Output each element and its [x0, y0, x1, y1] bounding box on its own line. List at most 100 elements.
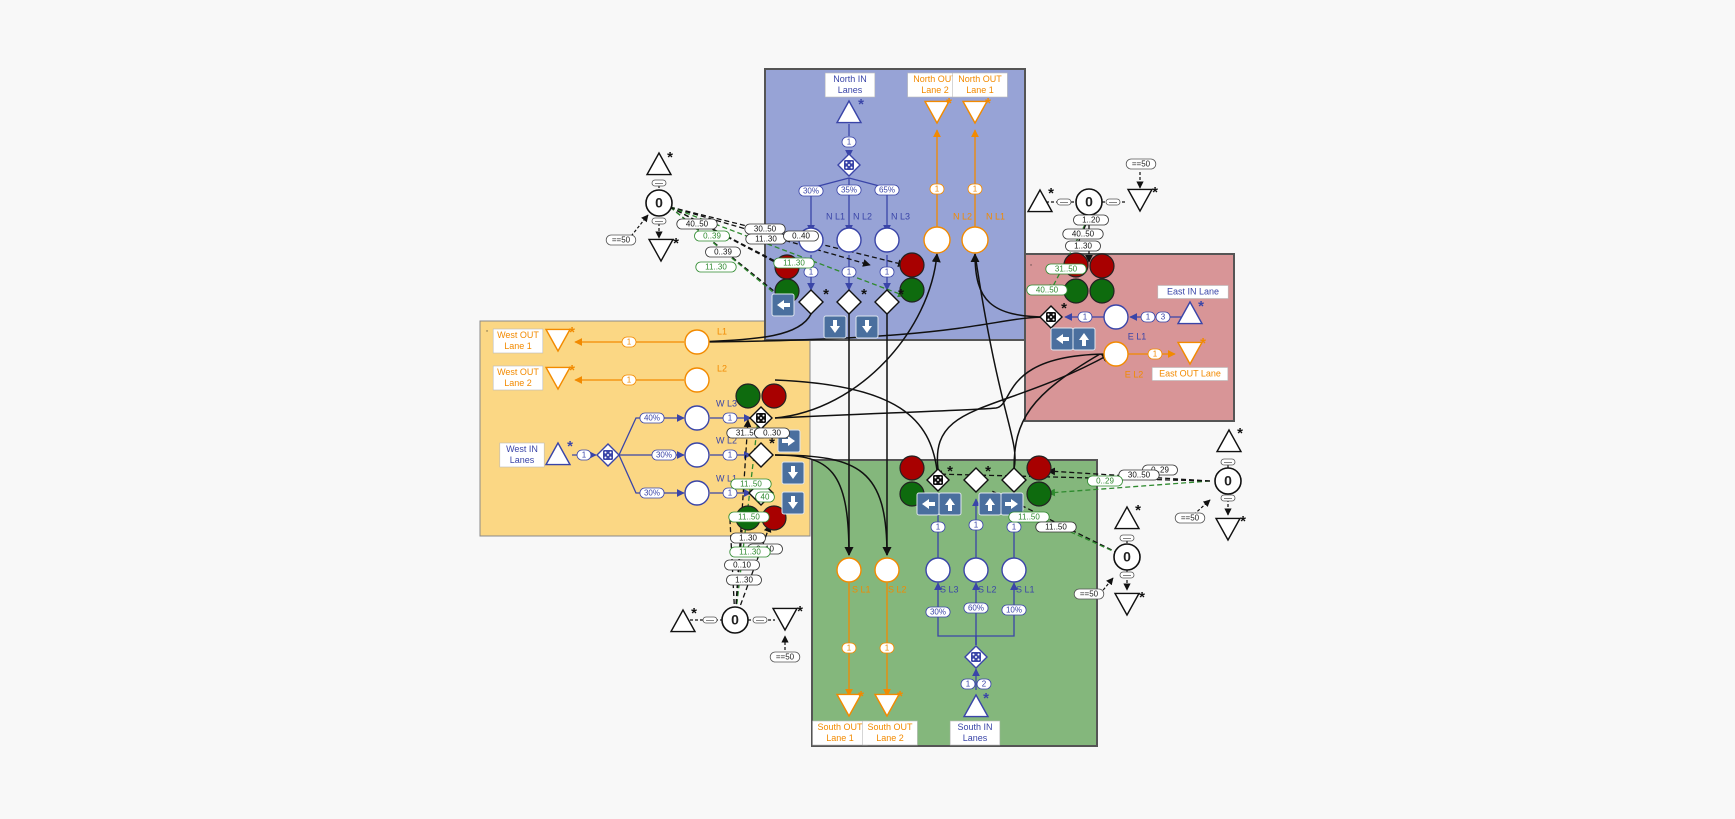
arrow-left-icon	[922, 499, 935, 509]
west-out-lane1-title-text: West OUT	[497, 330, 539, 340]
north-transition[interactable]	[798, 289, 824, 315]
south-lane-weight	[968, 519, 984, 531]
guard-range-label-green	[1008, 511, 1050, 523]
star-icon: *	[569, 362, 575, 379]
west-out-lane1-sink-icon[interactable]	[544, 328, 572, 353]
east-in-weight	[1155, 311, 1171, 323]
east-light-red	[1089, 253, 1115, 279]
guard-range-label-green-text: 11..50	[1018, 513, 1040, 522]
south-lane-weight-text: 1	[974, 521, 979, 530]
controller-condition-text: ==50	[776, 653, 795, 662]
east-out-weight-text: 1	[1153, 350, 1158, 359]
arrow-down-icon	[788, 466, 798, 479]
west-in-source-icon[interactable]	[544, 441, 572, 466]
east-out-sink-icon[interactable]	[1176, 341, 1204, 366]
north-out-lane1-title	[952, 72, 1008, 98]
star-icon: *	[797, 603, 803, 620]
guard-range-label-text: 1..30	[739, 534, 757, 543]
south-lane-place[interactable]	[1001, 557, 1027, 583]
guard-range-label-green-text: 11..30	[783, 259, 805, 268]
south-out-lane2-sink-icon[interactable]	[873, 693, 901, 718]
west-out-weight	[621, 374, 637, 386]
guard-range-label	[676, 218, 718, 230]
controller-node[interactable]	[721, 606, 749, 634]
north-lane-place[interactable]	[836, 227, 862, 253]
controller-pill	[1220, 458, 1236, 466]
controller-source-icon[interactable]	[1026, 188, 1054, 213]
guard-range-label-text: 40..50	[686, 220, 709, 229]
controller-node[interactable]	[1214, 467, 1242, 495]
controller-sink-icon[interactable]	[1126, 188, 1154, 213]
west-out-lane2-title-text: Lane 2	[504, 378, 532, 388]
west-split-pill	[651, 449, 677, 461]
east-lane-place[interactable]	[1103, 304, 1129, 330]
star-icon: *	[691, 605, 697, 622]
controller-sink-icon[interactable]	[1214, 517, 1242, 542]
south-in-weight	[960, 678, 976, 690]
south-out-lane1-sink-icon[interactable]	[835, 693, 863, 718]
west-out-place[interactable]	[684, 329, 710, 355]
south-out-place[interactable]	[836, 557, 862, 583]
controller-condition-text: ==50	[612, 236, 631, 245]
west-transition[interactable]	[748, 442, 774, 468]
north-lane-label: N L2	[853, 211, 872, 221]
west-dot: ·	[485, 326, 488, 337]
east-in-weight-text: 1	[1146, 313, 1151, 322]
controller-sink-icon[interactable]	[647, 238, 675, 263]
south-transition[interactable]	[963, 467, 989, 493]
north-lane-place[interactable]	[874, 227, 900, 253]
south-transition[interactable]	[1001, 467, 1027, 493]
north-in-source-icon[interactable]	[835, 99, 863, 124]
south-lane-place[interactable]	[963, 557, 989, 583]
star-icon: *	[569, 324, 575, 341]
dice-pip	[850, 161, 853, 164]
controller-node[interactable]	[645, 189, 673, 217]
controller-pill	[1105, 198, 1121, 206]
east-lane-weight-text: 1	[1083, 313, 1088, 322]
controller-source-icon[interactable]	[669, 608, 697, 633]
north-transition[interactable]	[874, 289, 900, 315]
controller-sink-icon[interactable]	[771, 607, 799, 632]
south-out-lane1-title	[812, 720, 868, 746]
north-out-place[interactable]	[961, 226, 989, 254]
arrow-right-icon	[1005, 499, 1018, 509]
south-in-source-icon[interactable]	[962, 693, 990, 718]
west-out-place[interactable]	[684, 367, 710, 393]
south-out-place[interactable]	[874, 557, 900, 583]
west-lane-place[interactable]	[684, 442, 710, 468]
star-icon: *	[897, 688, 903, 705]
controller-value: 0	[731, 612, 739, 628]
controller-node[interactable]	[1113, 543, 1141, 571]
west-split-pill-text: 30%	[644, 489, 660, 498]
east-out-place[interactable]	[1103, 341, 1129, 367]
south-lane-place[interactable]	[925, 557, 951, 583]
west-lane-place[interactable]	[684, 480, 710, 506]
west-lane-weight-text: 1	[728, 489, 733, 498]
star-icon: *	[1061, 300, 1067, 317]
controller-sink-icon[interactable]	[1113, 592, 1141, 617]
south-lane-label: S L1	[1016, 584, 1035, 594]
guard-range-label-green	[773, 257, 815, 269]
dice-pip	[1047, 313, 1050, 316]
controller-pill-text: —	[655, 179, 663, 188]
west-out-weight-text: 1	[627, 376, 632, 385]
west-lane-place[interactable]	[684, 405, 710, 431]
north-out-lane1-sink-icon[interactable]	[961, 100, 989, 125]
north-transition[interactable]	[836, 289, 862, 315]
guard-range-label	[1073, 214, 1109, 226]
east-in-weight	[1140, 311, 1156, 323]
north-out-place[interactable]	[923, 226, 951, 254]
north-out-lane2-sink-icon[interactable]	[923, 100, 951, 125]
west-lane-weight-text: 1	[728, 414, 733, 423]
guard-range-label-text: 11..30	[755, 235, 777, 244]
north-split-pill	[874, 184, 900, 196]
controller-source-icon[interactable]	[645, 151, 673, 176]
east-light-green	[1063, 278, 1089, 304]
east-in-source-icon[interactable]	[1176, 300, 1204, 325]
south-out-weight	[879, 642, 895, 654]
north-lane-weight-text: 1	[847, 268, 852, 277]
controller-source-icon[interactable]	[1215, 428, 1243, 453]
controller-source-icon[interactable]	[1113, 505, 1141, 530]
controller-value: 0	[1123, 549, 1131, 565]
west-out-lane2-sink-icon[interactable]	[544, 366, 572, 391]
